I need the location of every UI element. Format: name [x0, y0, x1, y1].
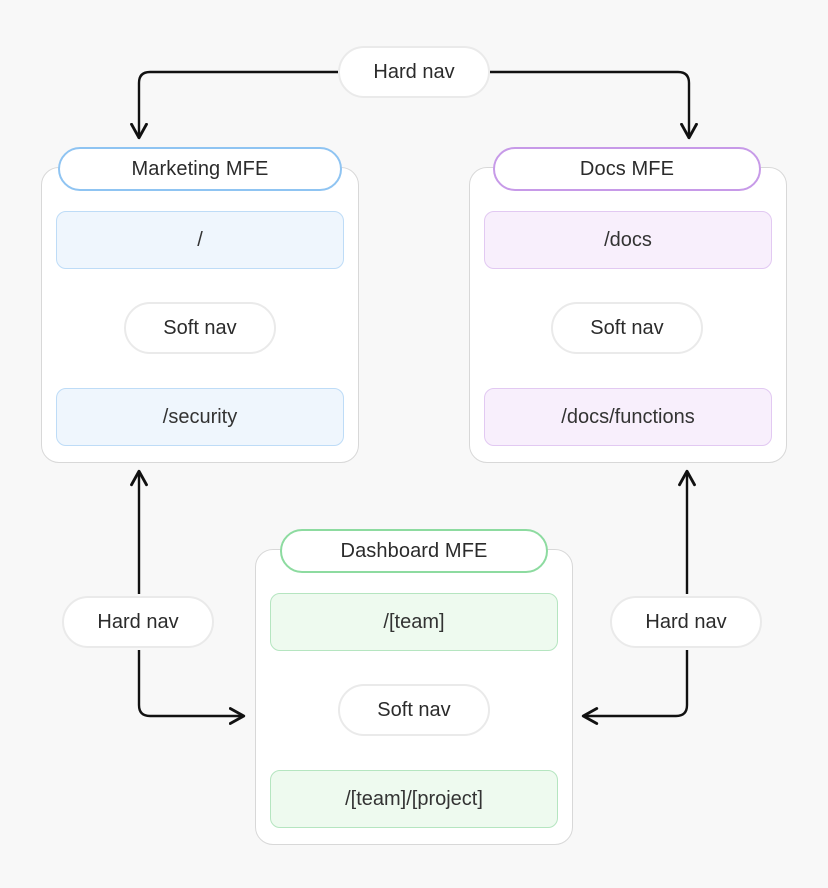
hard-nav-pill-top[interactable]: Hard nav	[338, 46, 490, 98]
hard-nav-left-label: Hard nav	[97, 610, 179, 633]
mfe-title-docs[interactable]: Docs MFE	[493, 147, 761, 191]
hard-nav-pill-left[interactable]: Hard nav	[62, 596, 214, 648]
route-label-dashboard-project: /[team]/[project]	[345, 787, 483, 810]
mfe-title-marketing[interactable]: Marketing MFE	[58, 147, 342, 191]
soft-nav-dashboard-label: Soft nav	[377, 698, 451, 721]
mfe-title-docs-label: Docs MFE	[579, 157, 675, 180]
route-label-dashboard-team: /[team]	[383, 610, 445, 633]
mfe-title-dashboard-label: Dashboard MFE	[340, 539, 488, 562]
edge-hardnav-to-marketing	[130, 70, 338, 140]
edge-hardnav-to-docs	[490, 70, 698, 140]
route-label-docs-functions: /docs/functions	[561, 405, 695, 428]
soft-nav-pill-docs[interactable]: Soft nav	[551, 302, 703, 354]
soft-nav-pill-marketing[interactable]: Soft nav	[124, 302, 276, 354]
mfe-title-marketing-label: Marketing MFE	[131, 157, 269, 180]
route-label-marketing-security: /security	[162, 405, 238, 428]
route-box-docs-functions[interactable]: /docs/functions	[484, 388, 772, 446]
route-box-dashboard-team[interactable]: /[team]	[270, 593, 558, 651]
route-box-docs-root[interactable]: /docs	[484, 211, 772, 269]
edge-left-hardnav-to-dashboard	[137, 650, 246, 725]
route-box-dashboard-project[interactable]: /[team]/[project]	[270, 770, 558, 828]
soft-nav-pill-dashboard[interactable]: Soft nav	[338, 684, 490, 736]
hard-nav-pill-right[interactable]: Hard nav	[610, 596, 762, 648]
route-label-marketing-root: /	[197, 228, 203, 251]
route-box-marketing-security[interactable]: /security	[56, 388, 344, 446]
mfe-title-dashboard[interactable]: Dashboard MFE	[280, 529, 548, 573]
hard-nav-top-label: Hard nav	[373, 60, 455, 83]
route-label-docs-root: /docs	[604, 228, 652, 251]
edge-right-hardnav-to-dashboard	[581, 650, 689, 725]
route-box-marketing-root[interactable]: /	[56, 211, 344, 269]
soft-nav-marketing-label: Soft nav	[163, 316, 237, 339]
soft-nav-docs-label: Soft nav	[590, 316, 664, 339]
hard-nav-right-label: Hard nav	[645, 610, 727, 633]
